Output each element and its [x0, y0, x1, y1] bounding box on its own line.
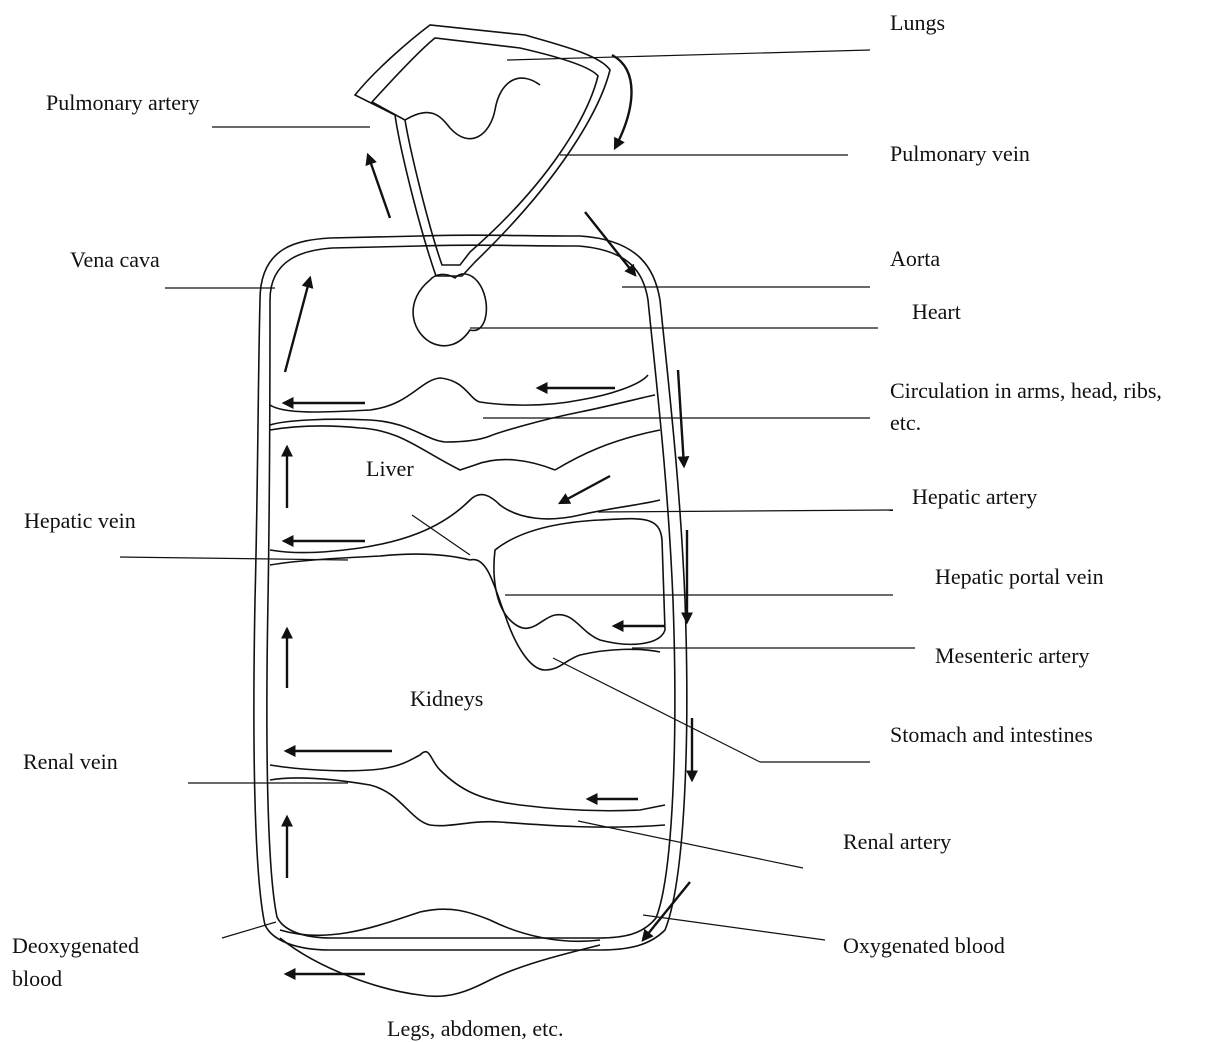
label-vena-cava: Vena cava: [70, 247, 160, 272]
arrow-pulmonary-artery: [368, 155, 390, 218]
label-circulation-line2: etc.: [890, 410, 921, 435]
legs-capillary-band: [280, 909, 600, 996]
label-mesenteric-artery: Mesenteric artery: [935, 643, 1090, 668]
arrow-oxygenated-down: [643, 882, 690, 940]
arrow-hepatic-artery: [560, 476, 610, 503]
label-deoxygenated-line2: blood: [12, 966, 62, 991]
arrow-lungs-to-vein: [612, 55, 632, 148]
lungs-shape: [355, 25, 610, 276]
label-deoxygenated-line1: Deoxygenated: [12, 933, 139, 958]
label-lungs: Lungs: [890, 10, 945, 35]
label-hepatic-portal-vein: Hepatic portal vein: [935, 564, 1104, 589]
label-circulation-line1: Circulation in arms, head, ribs,: [890, 378, 1162, 403]
arrow-to-aorta: [585, 212, 635, 275]
label-aorta: Aorta: [890, 246, 940, 271]
label-kidneys: Kidneys: [410, 686, 483, 711]
label-oxygenated-blood: Oxygenated blood: [843, 933, 1005, 958]
heart-shape: [413, 274, 486, 346]
label-stomach-intestines: Stomach and intestines: [890, 722, 1093, 747]
label-hepatic-artery: Hepatic artery: [912, 484, 1037, 509]
upper-capillary-band: [270, 375, 655, 442]
label-renal-vein: Renal vein: [23, 749, 118, 774]
leader-lines: [120, 50, 915, 940]
label-renal-artery: Renal artery: [843, 829, 951, 854]
liver-capillary-band: [270, 426, 660, 553]
body-vessel-loop: [254, 235, 687, 950]
label-liver: Liver: [366, 456, 414, 481]
labels: Lungs Pulmonary artery Pulmonary vein Ve…: [12, 10, 1162, 1041]
label-legs-abdomen: Legs, abdomen, etc.: [387, 1016, 564, 1041]
arrow-vena-cava-up: [285, 278, 310, 372]
flow-arrows: [284, 55, 692, 974]
label-heart: Heart: [912, 299, 961, 324]
gut-compartment: [470, 519, 665, 670]
label-pulmonary-artery: Pulmonary artery: [46, 90, 199, 115]
label-pulmonary-vein: Pulmonary vein: [890, 141, 1030, 166]
label-hepatic-vein: Hepatic vein: [24, 508, 136, 533]
